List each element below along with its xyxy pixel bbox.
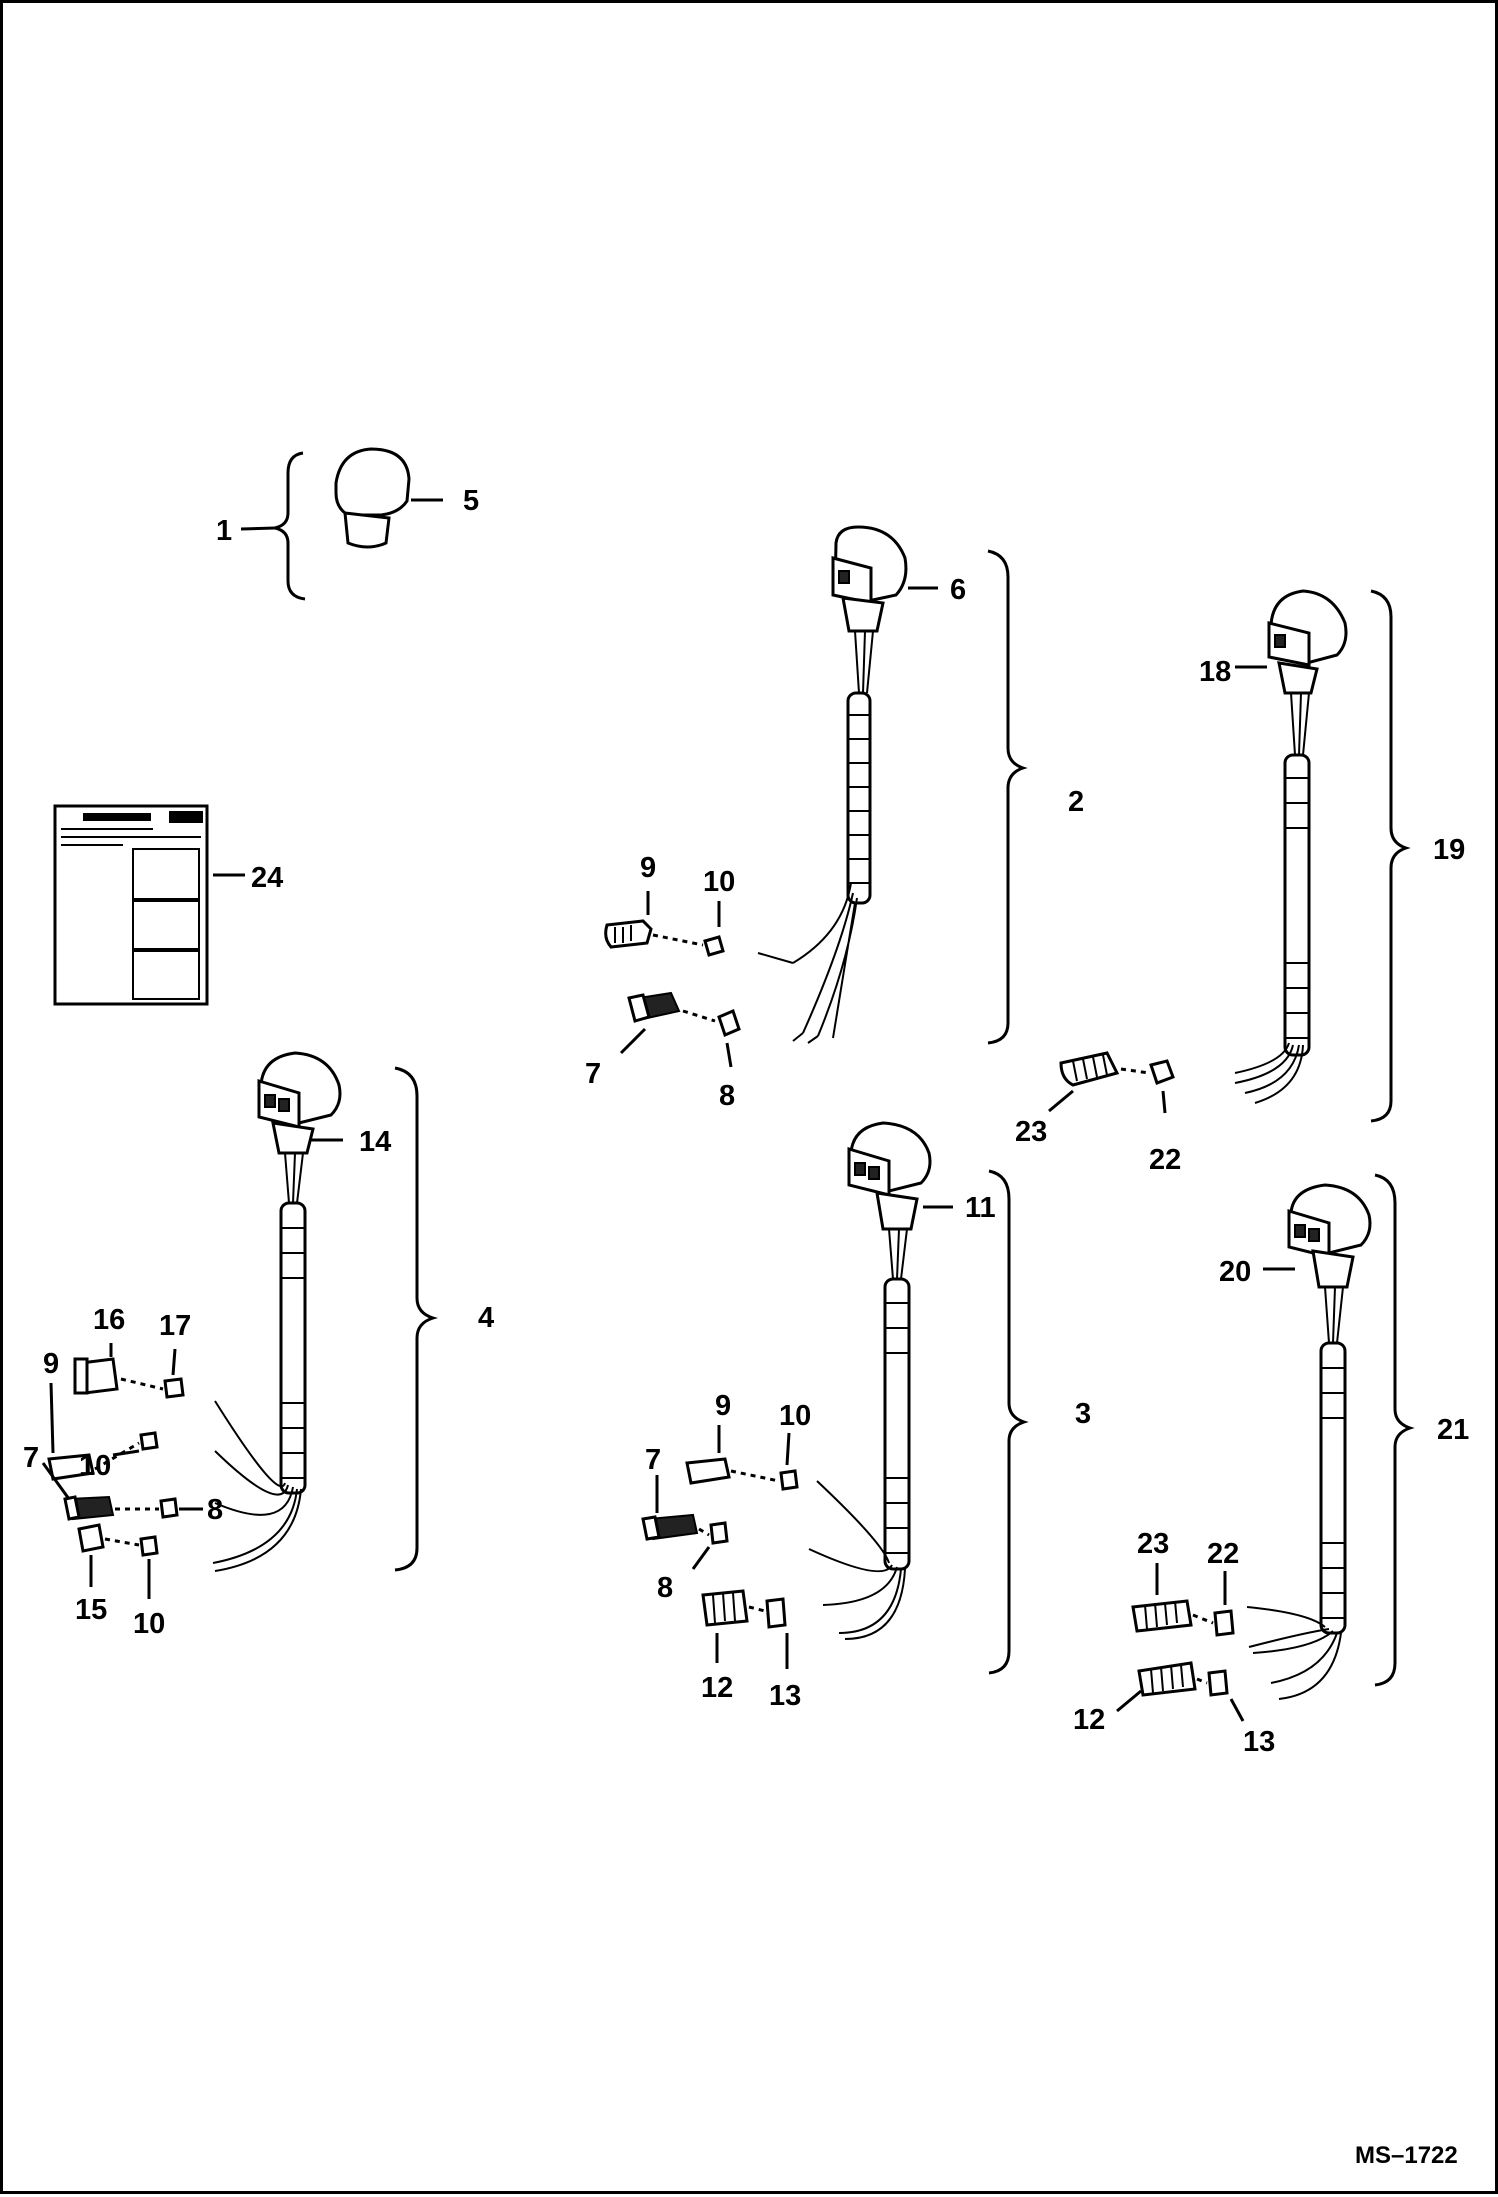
callout-6: 6 <box>950 574 966 606</box>
handle-assembly-19 <box>1234 589 1411 1123</box>
connectors-group-21 <box>1116 1563 1245 1722</box>
callout-9-b: 9 <box>43 1348 59 1380</box>
callout-24: 24 <box>251 862 283 894</box>
callout-14: 14 <box>359 1126 391 1158</box>
callout-3: 3 <box>1075 1398 1091 1430</box>
handle-assembly-2 <box>757 525 1028 1045</box>
callout-18: 18 <box>1199 656 1231 688</box>
callout-7-c: 7 <box>645 1444 661 1476</box>
callout-1: 1 <box>216 515 232 547</box>
connectors-group-3 <box>641 1425 799 1669</box>
connectors-group-19 <box>1048 1051 1175 1114</box>
callout-16: 16 <box>93 1304 125 1336</box>
callout-9-a: 9 <box>640 852 656 884</box>
callout-8-c: 8 <box>657 1572 673 1604</box>
callout-22-a: 22 <box>1149 1144 1181 1176</box>
callout-21: 21 <box>1437 1414 1469 1446</box>
callout-9-c: 9 <box>715 1390 731 1422</box>
callout-22-b: 22 <box>1207 1538 1239 1570</box>
callout-23-b: 23 <box>1137 1528 1169 1560</box>
handle-assembly-4 <box>212 1051 439 1572</box>
connectors-group-2 <box>604 891 741 1068</box>
callout-19: 19 <box>1433 834 1465 866</box>
callout-20: 20 <box>1219 1256 1251 1288</box>
callout-13-b: 13 <box>1243 1726 1275 1758</box>
callout-labels: 1 2 3 4 5 6 7 8 9 10 11 12 13 14 15 16 1… <box>23 485 1469 1758</box>
connectors-group-4 <box>41 1343 203 1599</box>
callout-13-a: 13 <box>769 1680 801 1712</box>
callout-12-b: 12 <box>1073 1704 1105 1736</box>
callout-11: 11 <box>965 1192 996 1224</box>
callout-5: 5 <box>463 485 479 517</box>
drawing-code: MS–1722 <box>1355 2142 1458 2169</box>
knob-assembly-1 <box>240 447 443 601</box>
decal-24 <box>53 804 245 1006</box>
callout-8-a: 8 <box>719 1080 735 1112</box>
callout-12-a: 12 <box>701 1672 733 1704</box>
callout-4: 4 <box>478 1302 494 1334</box>
callout-10-a: 10 <box>703 866 735 898</box>
callout-15: 15 <box>75 1594 107 1626</box>
exploded-view-drawing: 1 2 3 4 5 6 7 8 9 10 11 12 13 14 15 16 1… <box>23 447 1469 2169</box>
callout-7-b: 7 <box>23 1442 39 1474</box>
callout-2: 2 <box>1068 786 1084 818</box>
callout-7-a: 7 <box>585 1058 601 1090</box>
callout-10-c: 10 <box>133 1608 165 1640</box>
callout-17: 17 <box>159 1310 191 1342</box>
handle-assembly-21 <box>1246 1173 1415 1700</box>
callout-10-b: 10 <box>79 1450 111 1482</box>
handle-assembly-3 <box>808 1121 1029 1675</box>
callout-8-b: 8 <box>207 1494 223 1526</box>
callout-10-d: 10 <box>779 1400 811 1432</box>
callout-23-a: 23 <box>1015 1116 1047 1148</box>
